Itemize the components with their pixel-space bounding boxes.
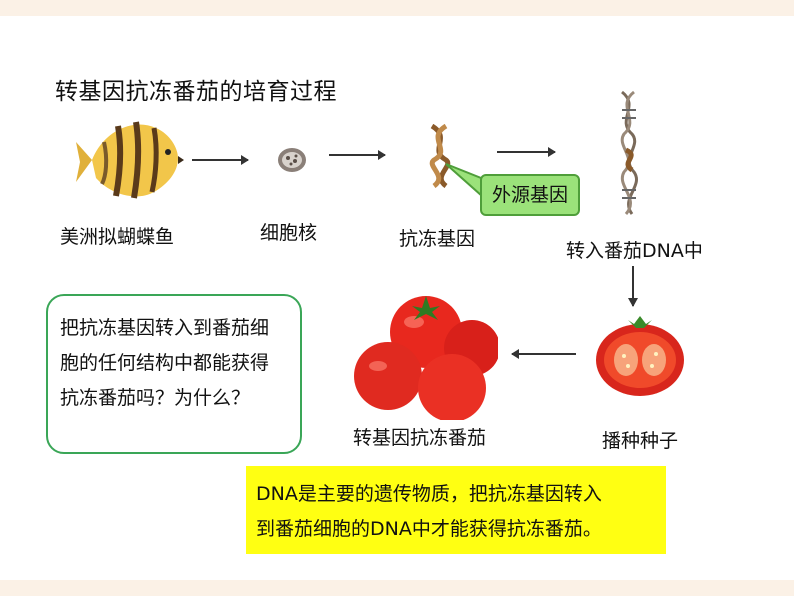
- page-title: 转基因抗冻番茄的培育过程: [55, 79, 337, 105]
- exogenous-gene-callout: 外源基因: [480, 174, 580, 216]
- question-line-3: 抗冻番茄吗？为什么？: [60, 387, 251, 409]
- arrow-2: [329, 150, 386, 160]
- result-label: 转基因抗冻番茄: [353, 427, 487, 449]
- question-box: 把抗冻基因转入到番茄细 胞的任何结构中都能获得 抗冻番茄吗？为什么？: [46, 294, 302, 454]
- nucleus-image: [278, 148, 306, 172]
- fish-label: 美洲拟蝴蝶鱼: [60, 226, 175, 248]
- arrow-3: [497, 147, 556, 157]
- question-line-1: 把抗冻基因转入到番茄细: [60, 317, 270, 339]
- bottom-band: [0, 580, 794, 596]
- arrow-1: [192, 155, 249, 165]
- top-band: [0, 0, 794, 16]
- answer-line-2: 到番茄细胞的DNA中才能获得抗冻番茄。: [256, 518, 602, 540]
- answer-box: DNA是主要的遗传物质，把抗冻基因转入 到番茄细胞的DNA中才能获得抗冻番茄。: [246, 466, 666, 554]
- answer-line-1: DNA是主要的遗传物质，把抗冻基因转入: [256, 483, 602, 505]
- recombinant-dna-image: [620, 90, 638, 215]
- arrow-4: [628, 266, 638, 307]
- gene-dna-image: [429, 124, 451, 188]
- cut-tomato-image: [596, 316, 684, 396]
- gene-label: 抗冻基因: [399, 228, 476, 250]
- seed-label: 播种种子: [602, 430, 679, 452]
- nucleus-label: 细胞核: [260, 222, 318, 244]
- fish-image: [76, 121, 184, 199]
- question-line-2: 胞的任何结构中都能获得: [60, 352, 270, 374]
- transfer-label: 转入番茄DNA中: [566, 240, 703, 262]
- tomatoes-image: [352, 292, 498, 420]
- arrow-5: [511, 349, 576, 359]
